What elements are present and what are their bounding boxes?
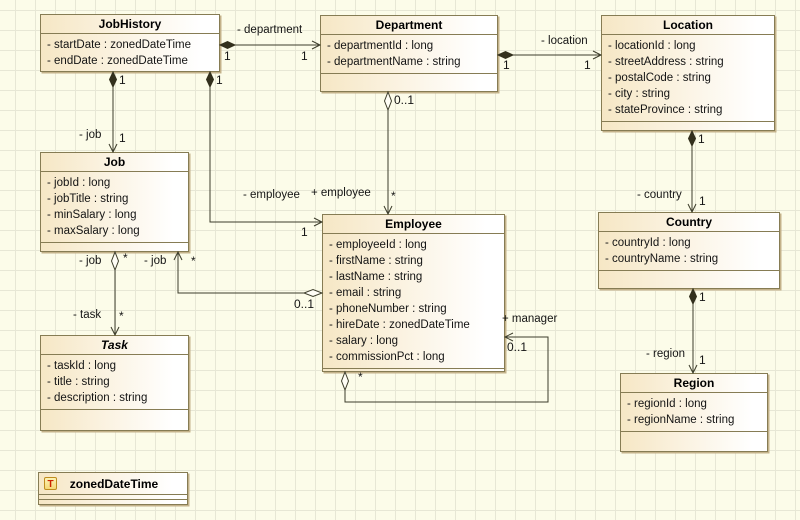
role-label: - job: [79, 255, 102, 267]
role-label: - country: [637, 189, 682, 201]
class-title-employee: Employee: [323, 215, 504, 234]
operations-compartment: [323, 368, 504, 371]
role-label: - region: [646, 348, 685, 360]
class-department[interactable]: Department - departmentId : long - depar…: [320, 15, 498, 92]
attribute: - lastName : string: [329, 271, 423, 283]
attribute: - streetAddress : string: [608, 56, 724, 68]
class-title-country: Country: [599, 213, 779, 232]
attribute: - hireDate : zonedDateTime: [329, 319, 470, 331]
multiplicity-label: 1: [699, 290, 706, 304]
attribute: - phoneNumber : string: [329, 303, 447, 315]
attribute: - title : string: [47, 376, 110, 388]
association-jobhistory-employee[interactable]: [205, 70, 324, 227]
multiplicity-label: 1: [224, 49, 231, 63]
multiplicity-label: 1: [699, 353, 706, 367]
operations-compartment: [321, 73, 497, 91]
role-label: - task: [73, 309, 102, 321]
association-employee-job[interactable]: [173, 250, 324, 298]
role-label: - employee: [243, 189, 300, 201]
attribute: - regionName : string: [627, 414, 735, 426]
class-location[interactable]: Location - locationId : long - streetAdd…: [601, 15, 775, 131]
multiplicity-label: 1: [698, 132, 705, 146]
datatype-compartment: [39, 499, 187, 504]
class-region[interactable]: Region - regionId : long - regionName : …: [620, 373, 768, 452]
association-location-country[interactable]: [687, 129, 697, 214]
association-job-task[interactable]: [110, 250, 120, 337]
datatype-name: zonedDateTime: [69, 476, 159, 491]
multiplicity-label: *: [358, 370, 363, 384]
attribute: - endDate : zonedDateTime: [47, 55, 188, 67]
role-label: - department: [237, 24, 303, 36]
datatype-zoneddatetime[interactable]: T zonedDateTime: [38, 472, 188, 505]
attribute: - taskId : long: [47, 360, 117, 372]
attribute: - departmentName : string: [327, 56, 461, 68]
multiplicity-label: 1: [503, 58, 510, 72]
class-job[interactable]: Job - jobId : long - jobTitle : string -…: [40, 152, 189, 252]
attribute: - minSalary : long: [47, 209, 137, 221]
association-jobhistory-job[interactable]: [108, 70, 118, 154]
attribute: - startDate : zonedDateTime: [47, 39, 192, 51]
attribute: - countryName : string: [605, 253, 719, 265]
attribute: - postalCode : string: [608, 72, 711, 84]
class-title-region: Region: [621, 374, 767, 393]
multiplicity-label: 0..1: [507, 340, 528, 354]
operations-compartment: [41, 409, 188, 430]
attribute: - locationId : long: [608, 40, 696, 52]
attribute: - countryId : long: [605, 237, 691, 249]
attribute: - jobTitle : string: [47, 193, 129, 205]
role-label: + employee: [311, 187, 371, 199]
multiplicity-label: 1: [301, 49, 308, 63]
attribute: - salary : long: [329, 335, 399, 347]
class-title-department: Department: [321, 16, 497, 35]
multiplicity-label: *: [191, 254, 196, 268]
multiplicity-label: 1: [119, 73, 126, 87]
multiplicity-label: *: [391, 189, 396, 203]
attribute: - maxSalary : long: [47, 225, 140, 237]
attribute: - city : string: [608, 88, 670, 100]
association-country-region[interactable]: [688, 287, 698, 375]
multiplicity-label: *: [123, 251, 128, 265]
class-title-location: Location: [602, 16, 774, 35]
multiplicity-label: 1: [584, 58, 591, 72]
datatype-icon: T: [44, 477, 57, 490]
class-title-job: Job: [41, 153, 188, 172]
role-label: + manager: [502, 313, 558, 325]
operations-compartment: [41, 242, 188, 251]
class-country[interactable]: Country - countryId : long - countryName…: [598, 212, 780, 289]
multiplicity-label: 0..1: [394, 93, 415, 107]
attribute: - jobId : long: [47, 177, 111, 189]
role-label: - location: [541, 35, 588, 47]
role-label: - job: [79, 129, 102, 141]
operations-compartment: [599, 270, 779, 288]
attribute: - description : string: [47, 392, 148, 404]
multiplicity-label: 1: [119, 131, 126, 145]
multiplicity-label: 1: [301, 225, 308, 239]
class-title-jobhistory: JobHistory: [41, 15, 219, 34]
association-jobhistory-department[interactable]: [218, 40, 322, 50]
multiplicity-label: 1: [216, 73, 223, 87]
role-label: - job: [144, 255, 167, 267]
class-jobhistory[interactable]: JobHistory - startDate : zonedDateTime -…: [40, 14, 220, 72]
attribute: - departmentId : long: [327, 40, 434, 52]
multiplicity-label: 1: [699, 194, 706, 208]
attribute: - regionId : long: [627, 398, 707, 410]
class-task[interactable]: Task - taskId : long - title : string - …: [40, 335, 189, 431]
attribute: - commissionPct : long: [329, 351, 445, 363]
attribute: - email : string: [329, 287, 402, 299]
attribute: - employeeId : long: [329, 239, 427, 251]
operations-compartment: [602, 121, 774, 130]
operations-compartment: [621, 431, 767, 451]
multiplicity-label: 0..1: [294, 297, 315, 311]
multiplicity-label: *: [119, 309, 124, 323]
attribute: - firstName : string: [329, 255, 423, 267]
class-title-task: Task: [41, 336, 188, 355]
class-employee[interactable]: Employee - employeeId : long - firstName…: [322, 214, 505, 372]
attribute: - stateProvince : string: [608, 104, 723, 116]
